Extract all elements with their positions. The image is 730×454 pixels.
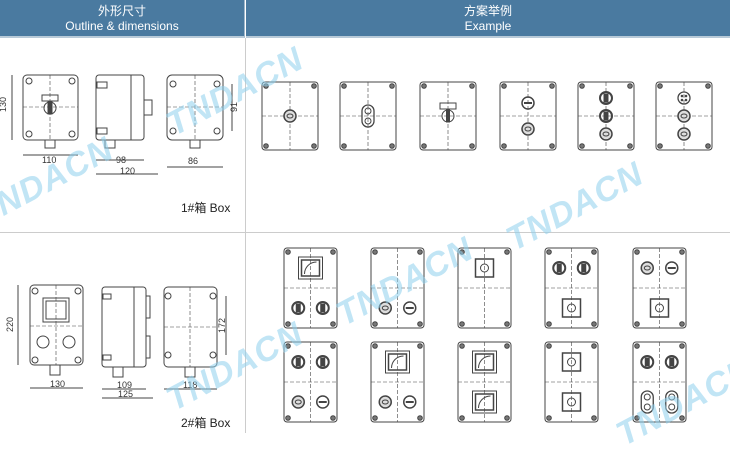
double-button-icon	[361, 104, 375, 128]
box1-side-view	[95, 74, 158, 175]
box2-back-width-dim: 118	[183, 380, 197, 390]
box2-side-total-dim: 125	[118, 389, 133, 399]
row-divider	[0, 232, 730, 233]
box1-back-view	[166, 74, 233, 168]
light-icon	[664, 355, 679, 369]
column-divider	[245, 38, 246, 433]
light-icon	[552, 261, 567, 275]
box2-label: 2#箱 Box	[181, 416, 231, 430]
indicator-icon	[640, 261, 654, 275]
indicator-icon	[677, 109, 691, 123]
box2-back-hole-dim: 172	[217, 318, 227, 333]
box1-back-width-dim: 86	[188, 156, 198, 166]
technical-drawings: 130 110 98 120 91 86 220 130	[0, 74, 713, 423]
light-icon	[599, 91, 613, 105]
socket-icon	[677, 91, 691, 105]
box1-front-view	[11, 74, 79, 156]
header-outline-dimensions: 外形尺寸 Outline & dimensions	[0, 0, 245, 38]
example-box	[457, 247, 512, 329]
button-icon	[521, 96, 535, 110]
switch-icon	[561, 298, 582, 318]
box2-front-width-dim: 130	[50, 379, 65, 389]
header-outline-en: Outline & dimensions	[65, 19, 179, 33]
meter-icon	[385, 350, 410, 374]
example-box	[655, 81, 713, 151]
box1-height-dim: 130	[0, 97, 8, 112]
meter-icon	[298, 256, 323, 280]
example-box	[370, 247, 425, 329]
switch-icon	[561, 392, 582, 412]
box2-side-view	[101, 286, 153, 399]
indicator-icon	[291, 395, 305, 409]
example-box	[457, 341, 512, 423]
box1-front-width-dim: 110	[42, 155, 56, 165]
indicator-icon	[378, 301, 392, 315]
indicator-icon	[378, 395, 392, 409]
button-icon	[403, 395, 417, 409]
button-icon	[403, 301, 417, 315]
example-box	[339, 81, 397, 151]
box1-side-total-dim: 120	[120, 166, 135, 176]
header-example-cn: 方案举例	[463, 4, 512, 18]
double-button-icon	[640, 390, 654, 414]
indicator-icon	[677, 127, 691, 141]
button-icon	[316, 395, 330, 409]
light-icon	[640, 355, 655, 369]
example-box	[419, 81, 477, 151]
header-example-en: Example	[464, 19, 512, 33]
selector-icon	[439, 102, 457, 123]
box1-examples	[261, 81, 713, 151]
box1-side-inner-dim: 98	[116, 155, 126, 165]
example-box	[283, 247, 338, 329]
light-icon	[315, 301, 330, 315]
header-outline-cn: 外形尺寸	[97, 4, 146, 18]
button-icon	[665, 261, 679, 275]
box1-label: 1#箱 Box	[181, 201, 231, 215]
light-icon	[599, 109, 613, 123]
header-example: 方案举例 Example	[246, 0, 730, 38]
box2-side-inner-dim: 109	[117, 380, 132, 390]
example-box	[544, 247, 599, 329]
indicator-icon	[283, 109, 297, 123]
light-icon	[291, 355, 306, 369]
light-icon	[291, 301, 306, 315]
meter-icon	[472, 390, 497, 414]
box2-examples	[283, 247, 687, 423]
example-box	[577, 81, 635, 151]
example-box	[499, 81, 557, 151]
example-box	[261, 81, 319, 151]
double-button-icon	[665, 390, 679, 414]
box1-back-hole-dim: 91	[229, 102, 239, 112]
example-box	[283, 341, 338, 423]
meter-icon	[472, 350, 497, 374]
example-box	[370, 341, 425, 423]
switch-icon	[561, 352, 582, 372]
example-box	[632, 341, 687, 423]
light-icon	[315, 355, 330, 369]
box2-front-view	[17, 284, 84, 389]
light-icon	[576, 261, 591, 275]
switch-icon	[474, 258, 495, 278]
box2-back-view	[163, 286, 227, 390]
indicator-icon	[521, 122, 535, 136]
example-box	[632, 247, 687, 329]
box2-height-dim: 220	[5, 317, 15, 332]
indicator-icon	[599, 127, 613, 141]
switch-icon	[649, 298, 670, 318]
example-box	[544, 341, 599, 423]
